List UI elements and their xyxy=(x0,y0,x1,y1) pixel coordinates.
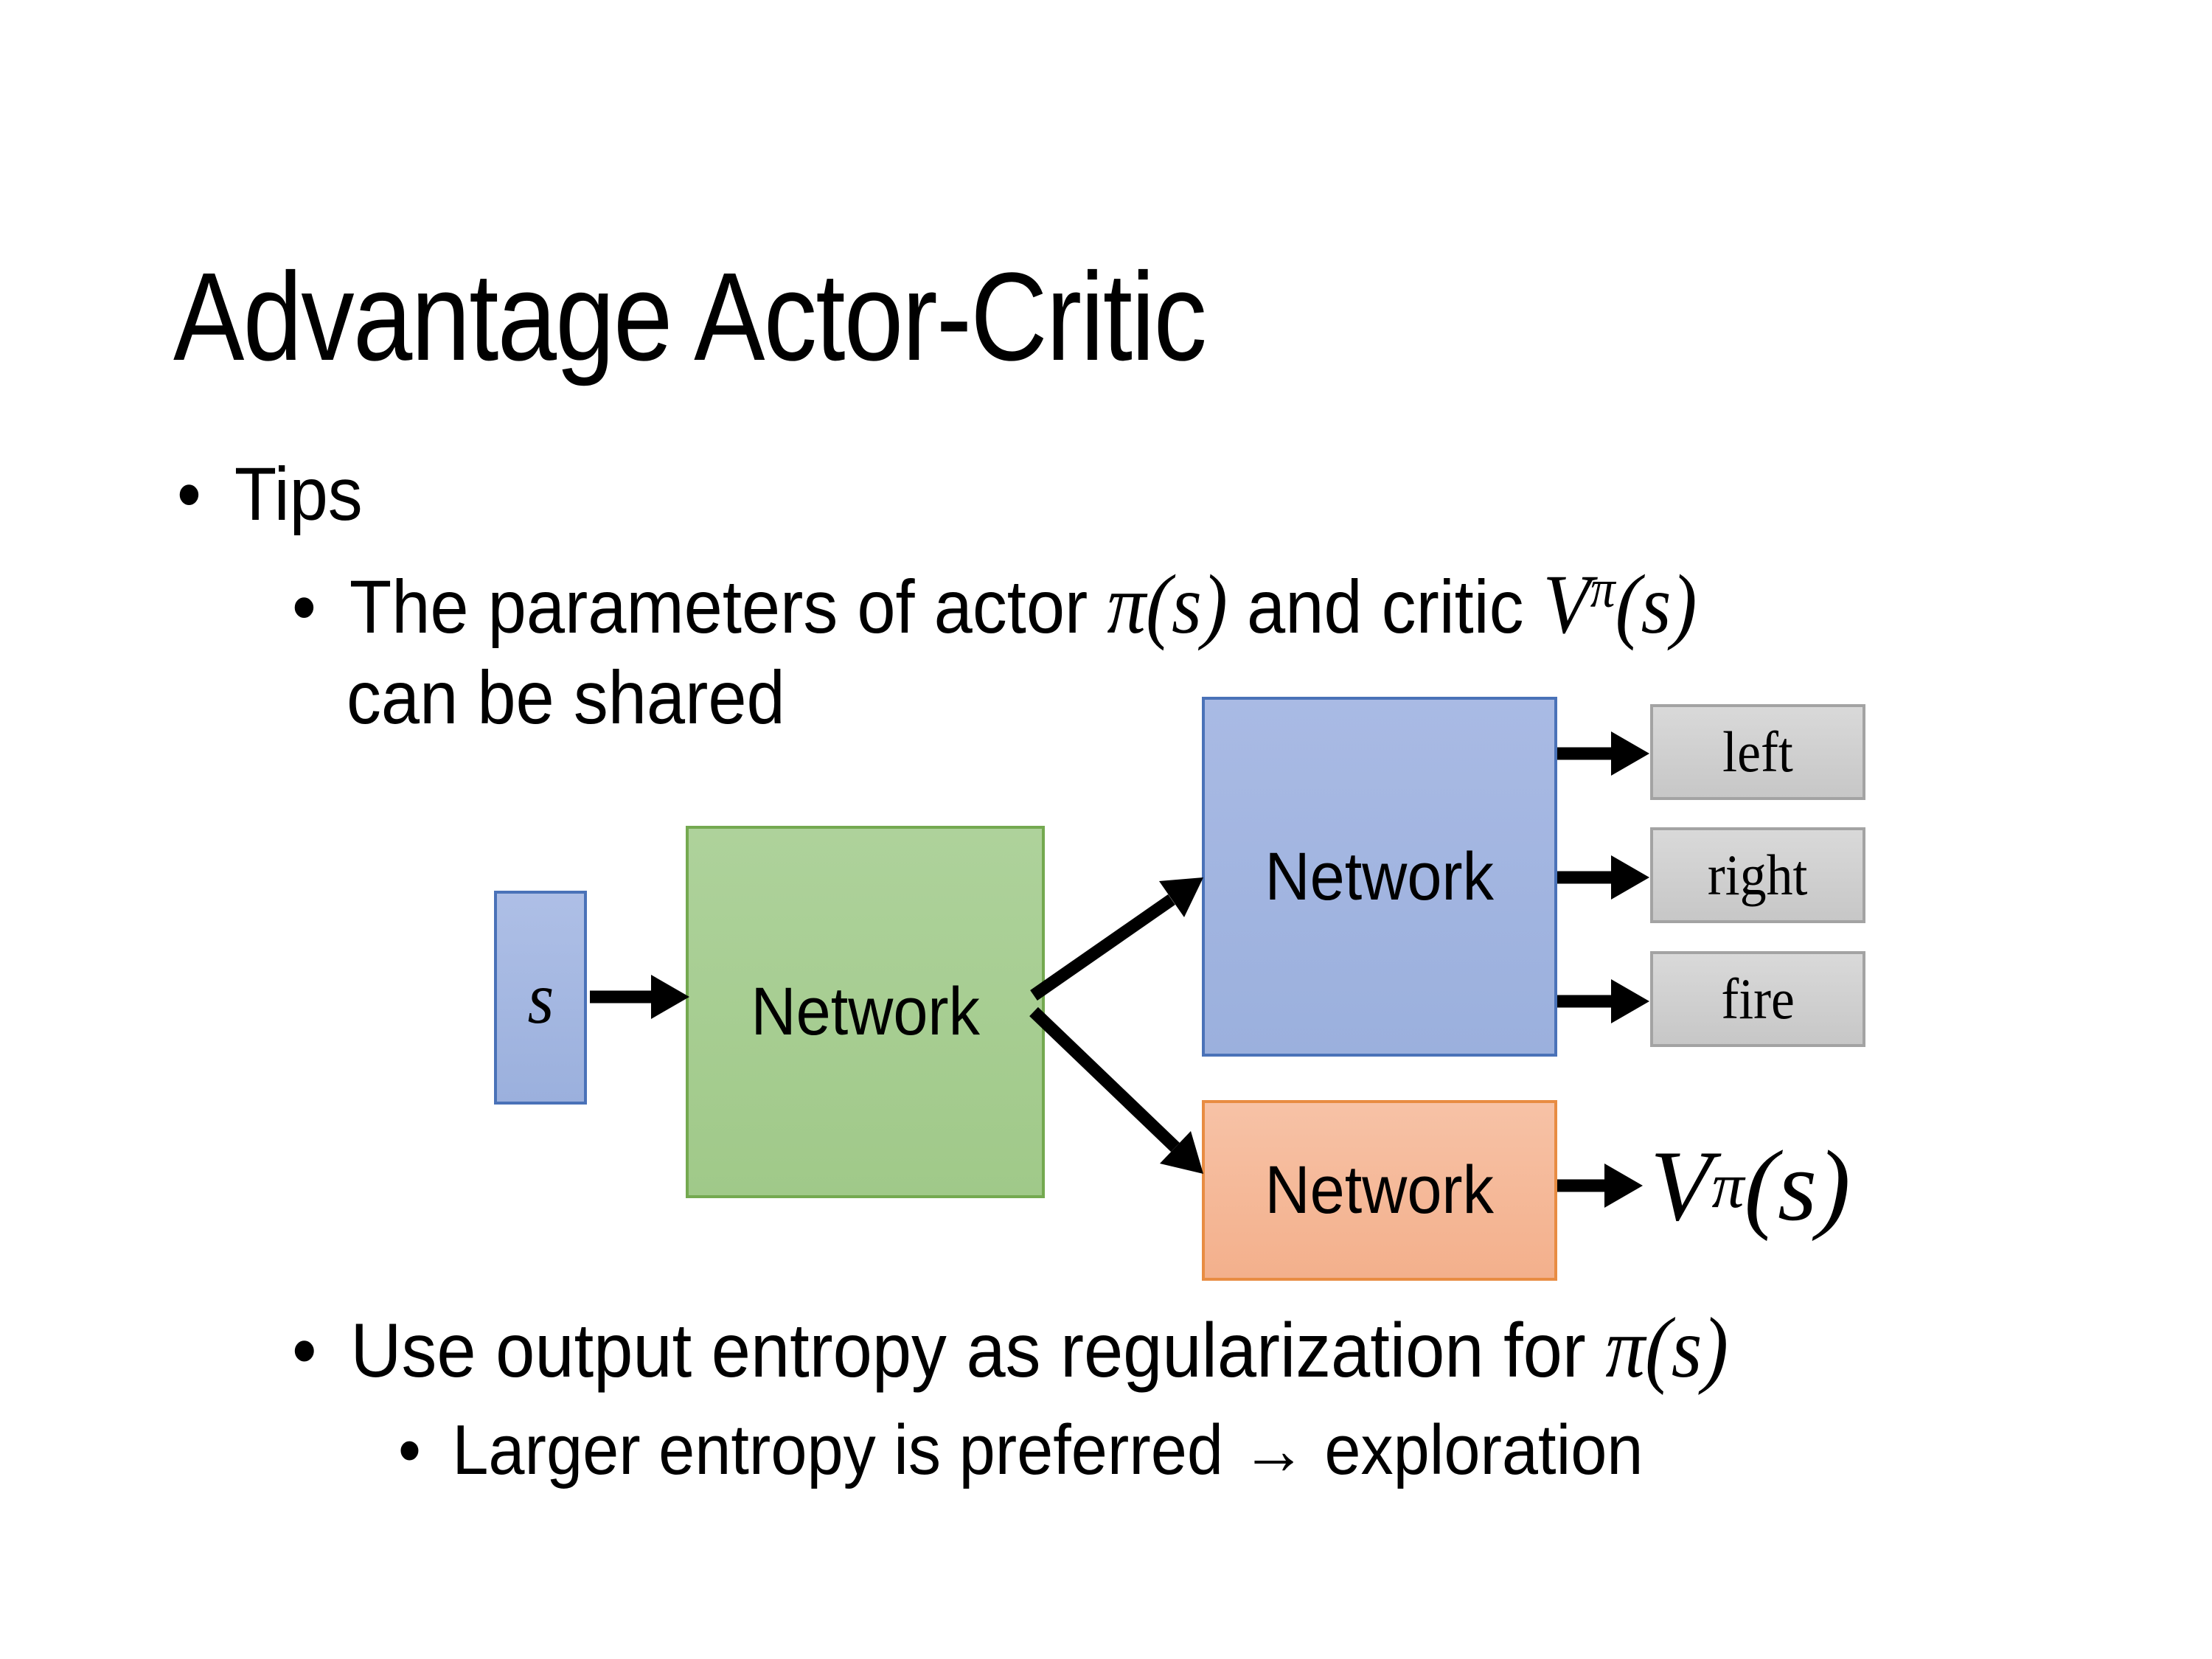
arrow-critic-to-value xyxy=(1557,1164,1643,1208)
action-box-fire: fire xyxy=(1650,951,1865,1047)
state-label: s xyxy=(527,956,554,1039)
bullet-dot: • xyxy=(398,1411,421,1489)
bullet-dot: • xyxy=(292,565,316,649)
actor-network-label: Network xyxy=(1265,838,1495,914)
parameters-shared-text-line2: can be shared xyxy=(347,655,785,740)
action-box-right: right xyxy=(1650,827,1865,923)
bullet-entropy-regularization: • Use output entropy as regularization fo… xyxy=(292,1301,1729,1396)
bullet-dot: • xyxy=(292,1308,317,1394)
state-input-box: s xyxy=(494,891,587,1105)
bullet-tips: •Tips xyxy=(177,456,363,532)
page-title: Advantage Actor-Critic xyxy=(173,246,1207,387)
parameters-shared-text: The parameters of actor π(s) and critic … xyxy=(349,557,1697,651)
entropy-regularization-text: Use output entropy as regularization for… xyxy=(350,1301,1729,1396)
action-right-label: right xyxy=(1708,843,1808,907)
bullet-parameters-shared-line2: can be shared xyxy=(347,660,785,735)
larger-entropy-text: Larger entropy is preferred → exploratio… xyxy=(452,1411,1644,1489)
arrow-state-to-shared-network xyxy=(590,975,689,1019)
arrow-shared-to-actor-network xyxy=(1030,877,1203,1001)
bullet-larger-entropy: •Larger entropy is preferred → explorati… xyxy=(398,1415,1643,1486)
shared-network-label: Network xyxy=(751,974,980,1049)
actor-network-box: Network xyxy=(1202,697,1557,1057)
bullet-parameters-shared: •The parameters of actor π(s) and critic… xyxy=(292,562,1697,647)
arrow-actor-to-fire xyxy=(1557,979,1649,1023)
action-box-left: left xyxy=(1650,704,1865,800)
critic-network-label: Network xyxy=(1265,1152,1495,1228)
shared-network-box: Network xyxy=(686,826,1045,1198)
tips-label: Tips xyxy=(234,452,363,536)
action-left-label: left xyxy=(1722,720,1793,784)
arrow-actor-to-right xyxy=(1557,855,1649,900)
bullet-dot: • xyxy=(177,452,201,536)
critic-network-box: Network xyxy=(1202,1100,1557,1281)
arrow-actor-to-left xyxy=(1557,731,1649,776)
action-fire-label: fire xyxy=(1721,967,1795,1031)
arrow-shared-to-critic-network xyxy=(1029,1006,1203,1174)
